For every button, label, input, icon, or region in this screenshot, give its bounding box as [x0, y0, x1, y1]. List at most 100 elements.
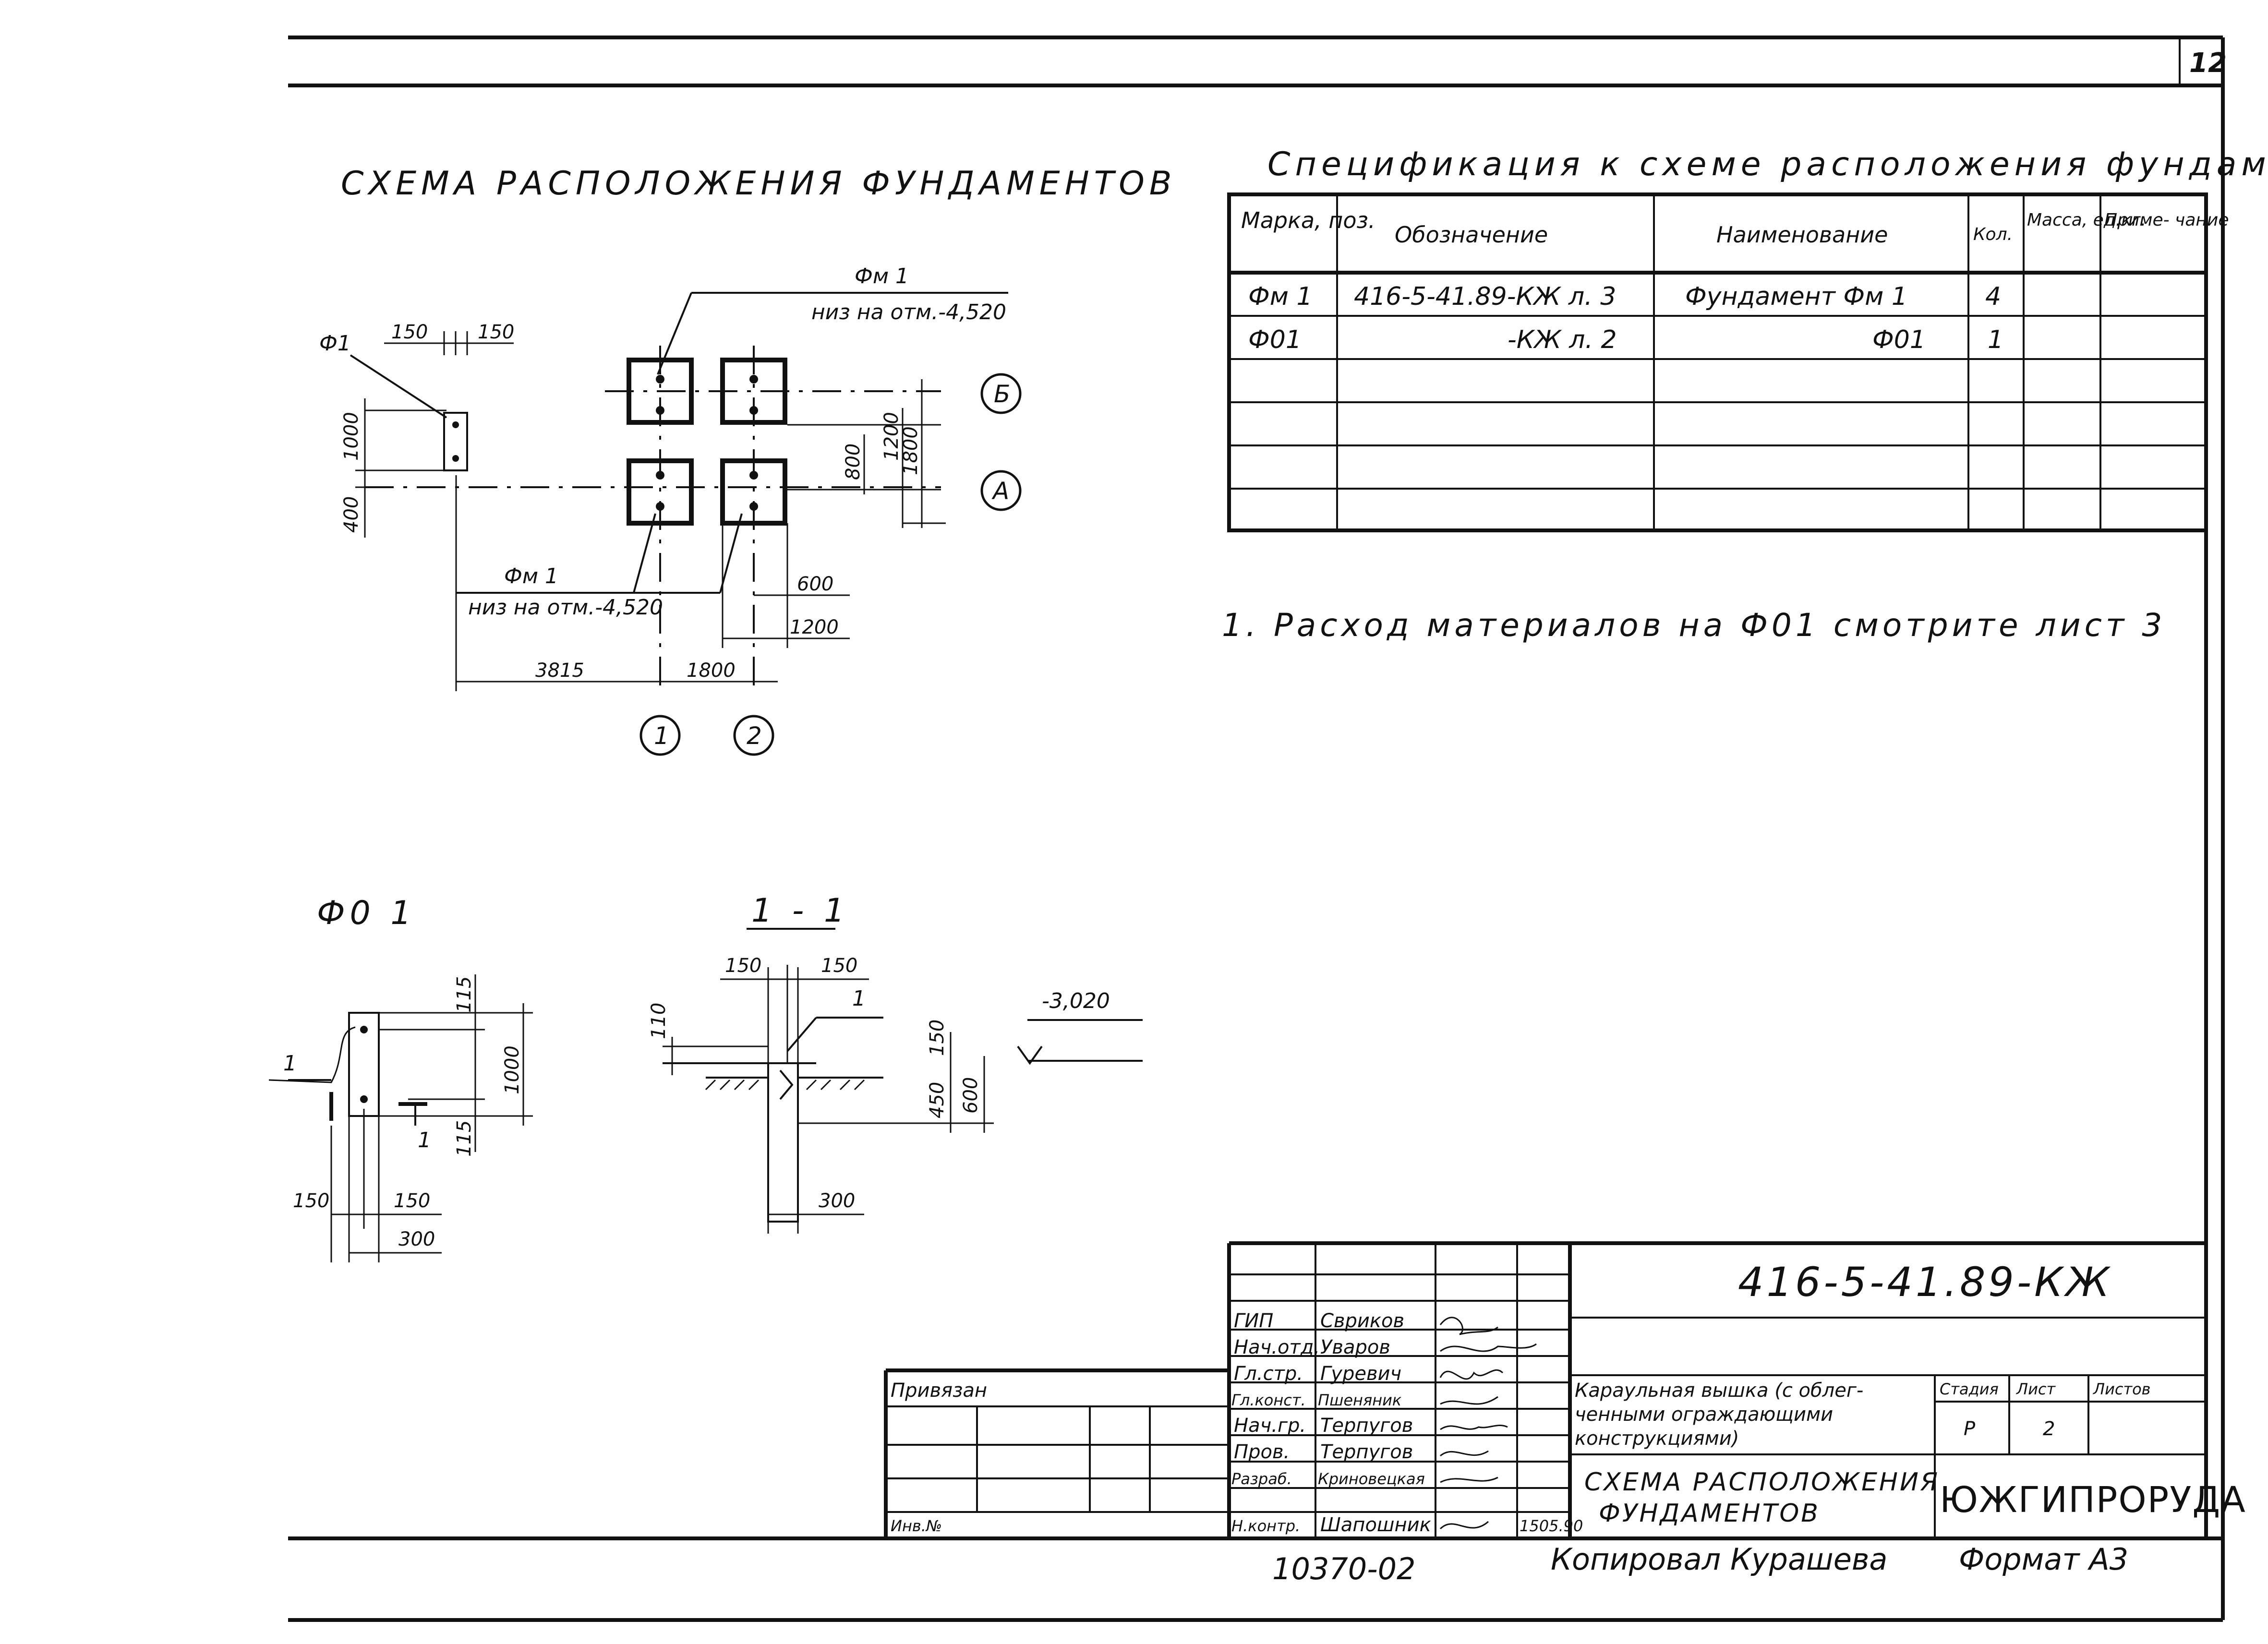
dim-600-sec: 600 [960, 1077, 982, 1114]
spec-cell: Ф01 [1248, 325, 1302, 354]
break-line [268, 1026, 356, 1083]
dim-1800-vertical: 1800 [900, 426, 922, 475]
title-block-grid [884, 530, 2208, 1538]
level-value: -3,020 [1042, 989, 1110, 1013]
general-note: 1. Расход материалов на Ф01 смотрите лис… [1222, 607, 2166, 644]
plan-title: СХЕМА РАСПОЛОЖЕНИЯ ФУНДАМЕНТОВ [341, 165, 1176, 203]
dim-150-left: 150 [293, 1190, 329, 1212]
dim-1200-vertical: 1200 [881, 412, 903, 461]
date: 1505.90 [1520, 1517, 1583, 1535]
sheet-name-line: ФУНДАМЕНТОВ [1599, 1499, 1820, 1528]
fm1-top-label: Фм 1 [855, 264, 909, 288]
section-break [779, 1069, 794, 1100]
spec-header-mass: Масса, ед.кг. [2027, 210, 2146, 230]
archive-number: 10370-02 [1272, 1551, 1416, 1586]
sheets-label: Листов [2093, 1380, 2151, 1398]
axis-bubble-1 [639, 715, 681, 756]
stage-label: Стадия [1940, 1380, 1999, 1398]
fo1-dimensions [330, 974, 533, 1262]
leader-fm1-top [657, 292, 692, 375]
ground-hatch [705, 1079, 865, 1091]
leader-fo1 [350, 354, 447, 419]
axis-label-2: 2 [747, 722, 762, 750]
object-name-line: Караульная вышка (с облег- [1575, 1380, 1863, 1402]
sheet-name-line: СХЕМА РАСПОЛОЖЕНИЯ [1584, 1468, 1940, 1497]
role-name: Терпугов [1320, 1415, 1413, 1437]
dim-300-sec: 300 [819, 1190, 855, 1212]
role: ГИП [1234, 1310, 1273, 1332]
axis-label-1: 1 [654, 722, 669, 750]
foundation-fm1 [627, 358, 694, 425]
axis-label-b: Б [994, 380, 1010, 408]
dim-800: 800 [842, 444, 864, 480]
section-leader-label: 1 [852, 986, 866, 1011]
spec-header-qty: Кол. [1973, 225, 2013, 244]
signatures [1439, 1317, 1537, 1530]
object-name-line: ченными ограждающими [1575, 1404, 1833, 1426]
role: Пров. [1234, 1441, 1290, 1463]
role-name: Криновецкая [1318, 1470, 1425, 1488]
axis-label-a: А [991, 477, 1009, 505]
fo1-cut-left: 1 [283, 1051, 297, 1076]
dim-600: 600 [797, 573, 833, 595]
spec-cell: Ф01 [1872, 325, 1926, 354]
format-label: Формат А3 [1959, 1542, 2128, 1577]
dim-150-sec-b: 150 [821, 955, 857, 977]
role: Разраб. [1231, 1470, 1292, 1488]
dim-110: 110 [648, 1003, 670, 1039]
section-post [767, 1062, 799, 1223]
dim-1000-fo1: 1000 [501, 1045, 523, 1094]
dim-1000: 1000 [340, 412, 362, 461]
spec-cell: 416-5-41.89-КЖ л. 3 [1354, 282, 1616, 311]
role-name: Гуревич [1320, 1363, 1401, 1385]
dim-150-sec-a: 150 [725, 955, 761, 977]
sheet-number: 12 [2189, 48, 2227, 79]
role: Нач.отд. [1234, 1336, 1320, 1358]
dim-450: 450 [926, 1082, 948, 1118]
section-title: 1 - 1 [751, 892, 849, 930]
spec-header-name: Наименование [1716, 222, 1888, 248]
role-name: Уваров [1320, 1336, 1390, 1358]
dim-1800-horizontal: 1800 [687, 660, 736, 682]
stage-value: Р [1964, 1418, 1976, 1440]
spec-header-note: Приме- чание [2104, 210, 2229, 230]
dim-150a: 150 [391, 321, 428, 343]
role-name: Свриков [1320, 1310, 1404, 1332]
role: Н.контр. [1231, 1517, 1300, 1535]
role-name: Пшеняник [1318, 1391, 1402, 1409]
dim-1200-horizontal: 1200 [790, 616, 839, 638]
spec-cell: 1 [1988, 325, 2003, 354]
role-name: Шапошник [1320, 1514, 1431, 1536]
spec-cell: 4 [1985, 282, 2001, 311]
object-name-line: конструкциями) [1575, 1428, 1739, 1450]
plan-dimensions [355, 331, 946, 691]
fm1-top-level: низ на отм.-4,520 [811, 300, 1006, 324]
doc-code: 416-5-41.89-КЖ [1738, 1259, 2112, 1306]
dim-400: 400 [340, 496, 362, 533]
foundation-fo1 [443, 412, 468, 471]
copied-by: Копировал Курашева [1551, 1542, 1887, 1577]
foundation-fm1 [627, 458, 694, 526]
spec-cell: Фундамент Фм 1 [1685, 282, 1907, 311]
spec-table-grid [1227, 192, 2208, 532]
sheet-label: Лист [2016, 1380, 2056, 1398]
dim-300-fo1: 300 [398, 1228, 435, 1250]
role-name: Терпугов [1320, 1441, 1413, 1463]
dim-150b: 150 [478, 321, 514, 343]
role: Гл.стр. [1234, 1363, 1303, 1385]
dim-150-sec-v: 150 [926, 1020, 948, 1056]
fm1-bottom-label: Фм 1 [504, 564, 558, 588]
fo1-ref-label: Ф1 [319, 331, 351, 356]
foundation-fm1 [720, 358, 787, 425]
spec-cell: -КЖ л. 2 [1508, 325, 1617, 354]
fo1-detail-title: Ф0 1 [317, 894, 416, 932]
fm1-bottom-level: низ на отм.-4,520 [468, 595, 663, 620]
dim-3815: 3815 [535, 660, 584, 682]
foundation-fm1 [720, 458, 787, 526]
level-mark [1017, 1045, 1043, 1065]
spec-cell: Фм 1 [1248, 282, 1313, 311]
dim-150-right: 150 [394, 1190, 430, 1212]
role: Гл.конст. [1231, 1391, 1306, 1409]
sheet-value: 2 [2043, 1418, 2055, 1440]
